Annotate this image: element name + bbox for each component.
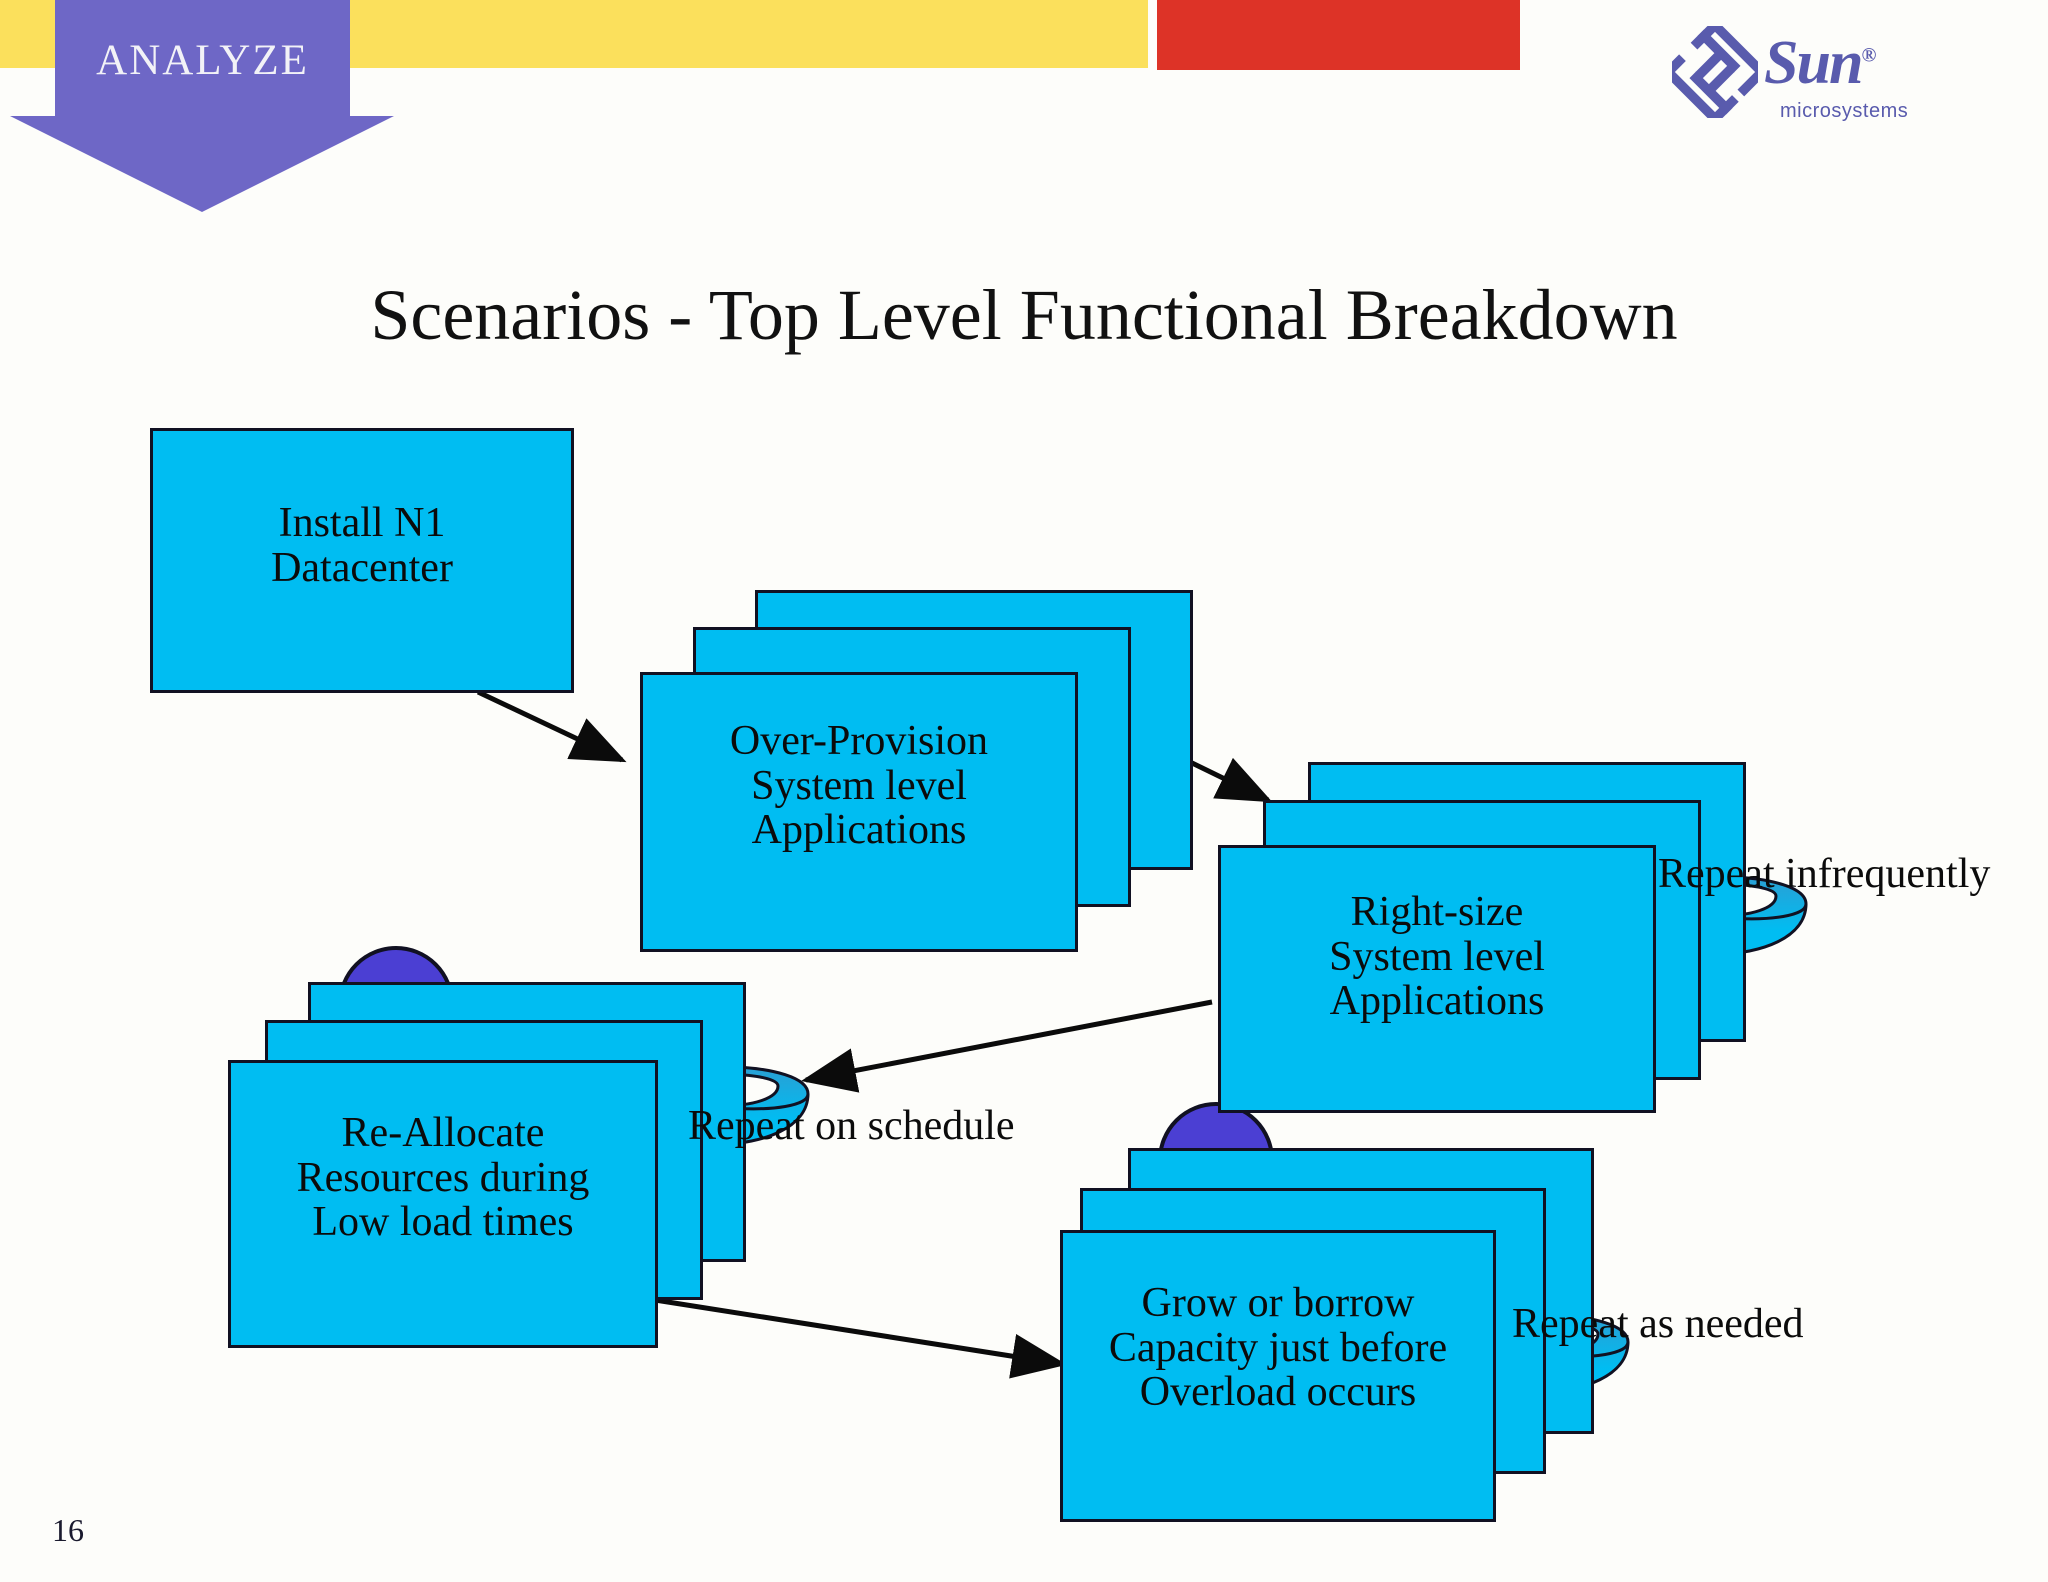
red-band — [1157, 0, 1520, 70]
flow-node-line: Overload occurs — [1139, 1369, 1417, 1416]
flow-node-line: Low load times — [312, 1199, 574, 1246]
flow-node-label: Grow or borrow Capacity just before Over… — [1063, 1281, 1493, 1415]
sun-wordmark: Sun® — [1764, 28, 1876, 99]
flow-node-right-size[interactable]: Right-size System level Applications — [1218, 845, 1656, 1113]
sun-microsystems-logo: Sun® microsystems — [1661, 18, 1932, 130]
page-title: Scenarios - Top Level Functional Breakdo… — [370, 275, 1678, 355]
flow-node-line: Re-Allocate — [341, 1110, 545, 1156]
repeat-label-re-allocate: Repeat on schedule — [688, 1103, 1015, 1149]
flow-node-line: Datacenter — [271, 544, 453, 591]
flow-node-line: Resources during — [296, 1154, 590, 1201]
sun-logo-subtitle: microsystems — [1780, 100, 1909, 122]
flow-node-line: Applications — [1329, 978, 1545, 1025]
sun-wordmark-text: Sun — [1764, 29, 1863, 97]
flow-node-label: Re-Allocate Resources during Low load ti… — [231, 1111, 655, 1245]
flow-node-line: Grow or borrow — [1141, 1280, 1415, 1326]
analyze-arrow-banner: ANALYZE — [10, 0, 394, 215]
down-arrow-icon — [10, 116, 394, 212]
flow-node-label: Install N1 Datacenter — [153, 501, 571, 590]
connector-overprovision-to-rightsize — [1188, 757, 1273, 803]
analyze-banner-body — [55, 0, 350, 116]
flow-node-line: System level — [751, 762, 967, 809]
flow-node-line: Capacity just before — [1108, 1324, 1448, 1371]
flow-node-line: Right-size — [1350, 889, 1524, 935]
sun-glyph-icon — [1661, 18, 1769, 126]
flow-node-label: Over-Provision System level Applications — [643, 719, 1075, 853]
flow-node-line: System level — [1329, 933, 1545, 980]
flow-node-line: Applications — [751, 807, 967, 854]
flow-node-install-n1-datacenter[interactable]: Install N1 Datacenter — [150, 428, 574, 693]
connector-install-to-overprovision — [476, 689, 627, 763]
connector-reallocate-to-growborrow — [654, 1297, 1067, 1379]
flow-node-re-allocate[interactable]: Re-Allocate Resources during Low load ti… — [228, 1060, 658, 1348]
flow-node-over-provision[interactable]: Over-Provision System level Applications — [640, 672, 1078, 952]
repeat-label-grow-or-borrow: Repeat as needed — [1512, 1301, 1804, 1347]
registered-mark-icon: ® — [1861, 44, 1876, 67]
flow-node-grow-or-borrow[interactable]: Grow or borrow Capacity just before Over… — [1060, 1230, 1496, 1522]
connector-rightsize-to-reallocate — [801, 999, 1213, 1093]
flow-node-line: Over-Provision — [729, 718, 989, 764]
page-number: 16 — [52, 1512, 84, 1548]
analyze-banner-label: ANALYZE — [96, 37, 309, 84]
flow-node-line: Install N1 — [278, 500, 446, 546]
flow-node-label: Right-size System level Applications — [1221, 890, 1653, 1024]
repeat-label-right-size: Repeat infrequently — [1658, 851, 1991, 897]
